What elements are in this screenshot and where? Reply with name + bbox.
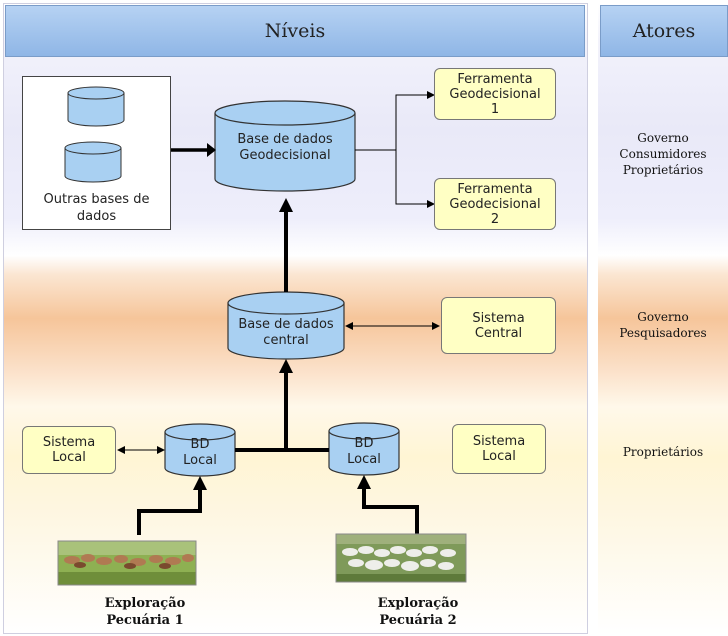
farm-2-label: Exploração Pecuária 2 [377, 596, 459, 628]
actors-bottom: Proprietários [622, 445, 704, 459]
local-system-1-box: Sistema Local [22, 426, 116, 474]
central-database-cylinder [227, 291, 345, 360]
geo-database-cylinder [214, 100, 356, 192]
other-databases-label: Outras bases de dados [43, 192, 150, 224]
actors-header: Atores [600, 5, 728, 57]
local-db-cylinder-2 [328, 422, 400, 476]
arrow-geo-to-tool-2 [395, 150, 435, 208]
small-db-cylinder-1 [67, 86, 125, 127]
farm-1-label: Exploração Pecuária 1 [104, 596, 186, 628]
farm-2-photo [335, 533, 467, 583]
geodecision-tool-1: Ferramenta Geodecisional 1 [434, 68, 556, 120]
actors-middle: Governo Pesquisadores [619, 310, 707, 340]
central-system-box: Sistema Central [441, 297, 556, 354]
levels-header: Níveis [5, 5, 585, 57]
geodecision-tool-2: Ferramenta Geodecisional 2 [434, 178, 556, 230]
local-db-cylinder-1 [164, 423, 236, 477]
small-db-cylinder-2 [64, 141, 122, 183]
local-system-2-box: Sistema Local [452, 424, 546, 474]
actors-panel [598, 3, 728, 634]
arrow-geo-to-tool-1 [355, 91, 435, 151]
actors-top: Governo Consumidores Proprietários [619, 131, 707, 177]
arrow-farm-2-to-db [362, 487, 419, 535]
arrow-farm-1-to-db [137, 488, 202, 535]
farm-1-photo [57, 540, 197, 586]
